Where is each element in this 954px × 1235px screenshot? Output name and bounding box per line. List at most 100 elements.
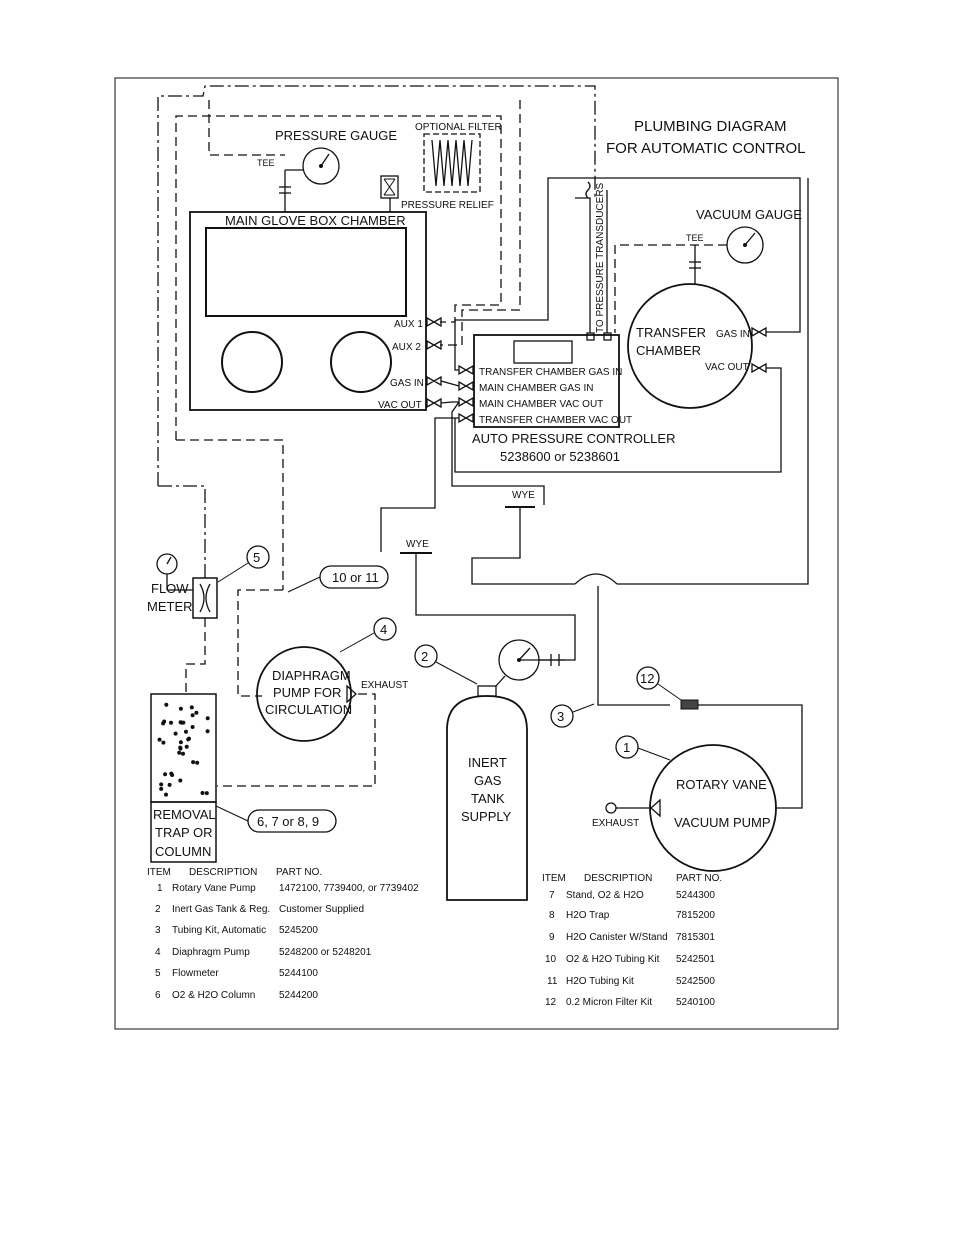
svg-text:TEE: TEE: [257, 158, 275, 168]
svg-text:EXHAUST: EXHAUST: [592, 818, 639, 829]
svg-text:1: 1: [623, 740, 630, 755]
pellet: [164, 792, 168, 797]
svg-text:VAC OUT: VAC OUT: [378, 400, 422, 411]
pellet: [191, 760, 196, 765]
table-row: 12 0.2 Micron Filter Kit 5240100: [545, 997, 715, 1008]
table-row: 8 H2O Trap 7815200: [549, 910, 715, 921]
svg-text:FOR AUTOMATIC CONTROL: FOR AUTOMATIC CONTROL: [606, 140, 805, 157]
svg-text:DIAPHRAGM: DIAPHRAGM: [272, 668, 351, 683]
svg-text:PUMP FOR: PUMP FOR: [273, 685, 341, 700]
svg-text:INERT: INERT: [468, 755, 507, 770]
svg-text:12: 12: [545, 997, 557, 1008]
svg-text:COLUMN: COLUMN: [155, 844, 211, 859]
rotary-vane-pump: 1 ROTARY VANE VACUUM PUMP EXHAUST: [592, 735, 777, 872]
svg-text:12: 12: [640, 671, 654, 686]
svg-text:MAIN CHAMBER GAS IN: MAIN CHAMBER GAS IN: [479, 383, 593, 394]
svg-text:H2O Trap: H2O Trap: [566, 910, 610, 921]
svg-text:H2O Canister W/Stand: H2O Canister W/Stand: [566, 932, 668, 943]
svg-text:2: 2: [155, 904, 161, 915]
svg-text:Customer Supplied: Customer Supplied: [279, 904, 364, 915]
pellet: [194, 710, 199, 715]
pellet: [178, 778, 183, 783]
pellet: [189, 705, 194, 710]
svg-text:5: 5: [155, 968, 161, 979]
svg-text:10: 10: [545, 954, 557, 965]
svg-text:TO PRESSURE TRANSDUCERS: TO PRESSURE TRANSDUCERS: [595, 182, 606, 333]
svg-text:AUX 1: AUX 1: [394, 319, 423, 330]
diagram-title: PLUMBING DIAGRAM FOR AUTOMATIC CONTROL: [606, 118, 805, 157]
svg-text:PLUMBING DIAGRAM: PLUMBING DIAGRAM: [634, 118, 787, 135]
svg-text:REMOVAL: REMOVAL: [153, 807, 216, 822]
svg-text:Diaphragm Pump: Diaphragm Pump: [172, 947, 250, 958]
callout-3: 3: [550, 703, 595, 728]
svg-text:2: 2: [421, 649, 428, 664]
pellet: [204, 791, 209, 796]
svg-text:AUTO PRESSURE CONTROLLER: AUTO PRESSURE CONTROLLER: [472, 431, 675, 446]
table-row: 2 Inert Gas Tank & Reg. Customer Supplie…: [155, 904, 364, 915]
svg-text:5244100: 5244100: [279, 968, 318, 979]
svg-text:ROTARY VANE: ROTARY VANE: [676, 777, 767, 792]
pellet: [159, 786, 164, 791]
svg-text:VACUUM GAUGE: VACUUM GAUGE: [696, 207, 802, 222]
svg-text:WYE: WYE: [406, 539, 429, 550]
svg-text:PART NO.: PART NO.: [676, 873, 722, 884]
svg-text:SUPPLY: SUPPLY: [461, 809, 512, 824]
pressure-transducer-lines: TO PRESSURE TRANSDUCERS: [575, 181, 608, 333]
pellet: [190, 725, 195, 729]
pellet: [164, 702, 169, 707]
page-frame: [114, 77, 839, 1030]
pellet: [195, 760, 200, 765]
diaphragm-pump: 4 DIAPHRAGM PUMP FOR CIRCULATION EXHAUST: [256, 617, 408, 742]
svg-text:Rotary Vane Pump: Rotary Vane Pump: [172, 883, 256, 894]
pellet: [157, 737, 162, 742]
pellet: [177, 750, 182, 755]
svg-text:GAS IN: GAS IN: [390, 378, 424, 389]
svg-text:AUX 2: AUX 2: [392, 342, 421, 353]
svg-text:10 or 11: 10 or 11: [332, 570, 379, 585]
table-row: 6 O2 & H2O Column 5244200: [155, 990, 318, 1001]
svg-text:Flowmeter: Flowmeter: [172, 968, 219, 979]
svg-text:PRESSURE GAUGE: PRESSURE GAUGE: [275, 128, 397, 143]
table-row: 7 Stand, O2 & H2O 5244300: [549, 890, 715, 901]
pellet: [159, 782, 164, 787]
svg-text:5: 5: [253, 550, 260, 565]
table-row: 11 H2O Tubing Kit 5242500: [547, 976, 715, 987]
pressure-relief: PRESSURE RELIEF: [380, 175, 494, 212]
svg-text:TEE: TEE: [686, 233, 704, 243]
svg-text:1472100, 7739400, or 7739402: 1472100, 7739400, or 7739402: [279, 883, 419, 894]
svg-text:ITEM: ITEM: [147, 867, 171, 878]
svg-text:Stand, O2 & H2O: Stand, O2 & H2O: [566, 890, 644, 901]
svg-text:5244200: 5244200: [279, 990, 318, 1001]
transfer-chamber: TRANSFER CHAMBER GAS IN VAC OUT: [627, 283, 767, 409]
svg-text:5245200: 5245200: [279, 925, 318, 936]
callout-6-7-or-8-9: 6, 7 or 8, 9: [215, 805, 337, 833]
pellet: [162, 719, 167, 724]
svg-text:6, 7 or 8, 9: 6, 7 or 8, 9: [257, 814, 319, 829]
svg-text:OPTIONAL FILTER: OPTIONAL FILTER: [415, 122, 502, 133]
pellet: [163, 772, 168, 777]
main-glove-box-chamber: MAIN GLOVE BOX CHAMBER AUX 1 AUX 2 GAS I…: [189, 211, 442, 411]
svg-text:9: 9: [549, 932, 555, 943]
pellet: [184, 744, 189, 749]
table-row: 1 Rotary Vane Pump 1472100, 7739400, or …: [157, 883, 419, 894]
svg-text:7815200: 7815200: [676, 910, 715, 921]
pellet: [205, 729, 210, 734]
svg-text:6: 6: [155, 990, 161, 1001]
svg-text:PART NO.: PART NO.: [276, 867, 322, 878]
table-row: 4 Diaphragm Pump 5248200 or 5248201: [155, 947, 372, 958]
svg-text:CIRCULATION: CIRCULATION: [265, 702, 352, 717]
table-row: 9 H2O Canister W/Stand 7815301: [549, 932, 715, 943]
svg-text:3: 3: [557, 709, 564, 724]
svg-text:METER: METER: [147, 599, 193, 614]
svg-text:TANK: TANK: [471, 791, 505, 806]
pellet: [178, 745, 183, 750]
pellet: [178, 706, 183, 711]
parts-list-right: ITEM DESCRIPTION PART NO. 7 Stand, O2 & …: [542, 873, 722, 1008]
svg-text:11: 11: [547, 976, 558, 987]
parts-left-rows: 1 Rotary Vane Pump 1472100, 7739400, or …: [155, 883, 419, 1001]
svg-text:GAS IN: GAS IN: [716, 329, 750, 340]
trap-pellets: [157, 702, 210, 797]
svg-text:5240100: 5240100: [676, 997, 715, 1008]
svg-text:O2 & H2O Column: O2 & H2O Column: [172, 990, 255, 1001]
